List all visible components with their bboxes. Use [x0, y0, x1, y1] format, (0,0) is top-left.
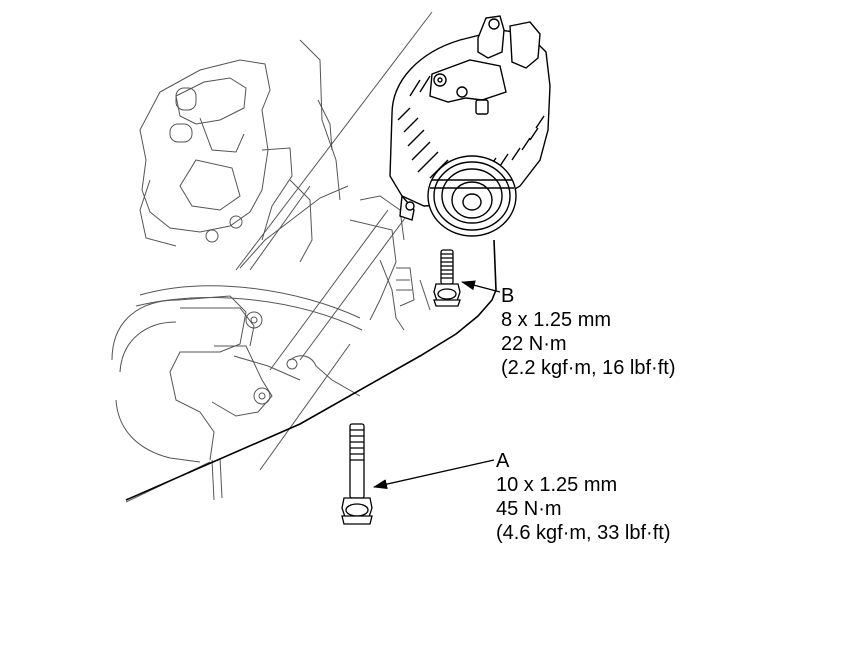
- alternator-icon: [389, 15, 551, 237]
- callout-a: A 10 x 1.25 mm 45 N·m (4.6 kgf·m, 33 lbf…: [496, 449, 671, 545]
- callout-a-torque-nm: 45 N·m: [496, 498, 562, 520]
- bolt-b-icon: [433, 249, 461, 307]
- callout-b-torque-alt: (2.2 kgf·m, 16 lbf·ft): [501, 357, 676, 379]
- bolt-a-icon: [341, 423, 373, 525]
- callout-a-torque-alt: (4.6 kgf·m, 33 lbf·ft): [496, 522, 671, 544]
- callout-b: B 8 x 1.25 mm 22 N·m (2.2 kgf·m, 16 lbf·…: [501, 284, 676, 380]
- callout-b-letter: B: [501, 285, 515, 307]
- engine-block-icon: [111, 11, 433, 503]
- callout-b-torque-nm: 22 N·m: [501, 333, 567, 355]
- leader-arrow-icon: [373, 280, 501, 490]
- leader-a: [373, 459, 495, 490]
- callout-a-letter: A: [496, 450, 510, 472]
- leader-b: [461, 280, 501, 293]
- callout-a-size: 10 x 1.25 mm: [496, 474, 618, 496]
- callout-b-size: 8 x 1.25 mm: [501, 309, 612, 331]
- subframe-outline: [125, 239, 497, 501]
